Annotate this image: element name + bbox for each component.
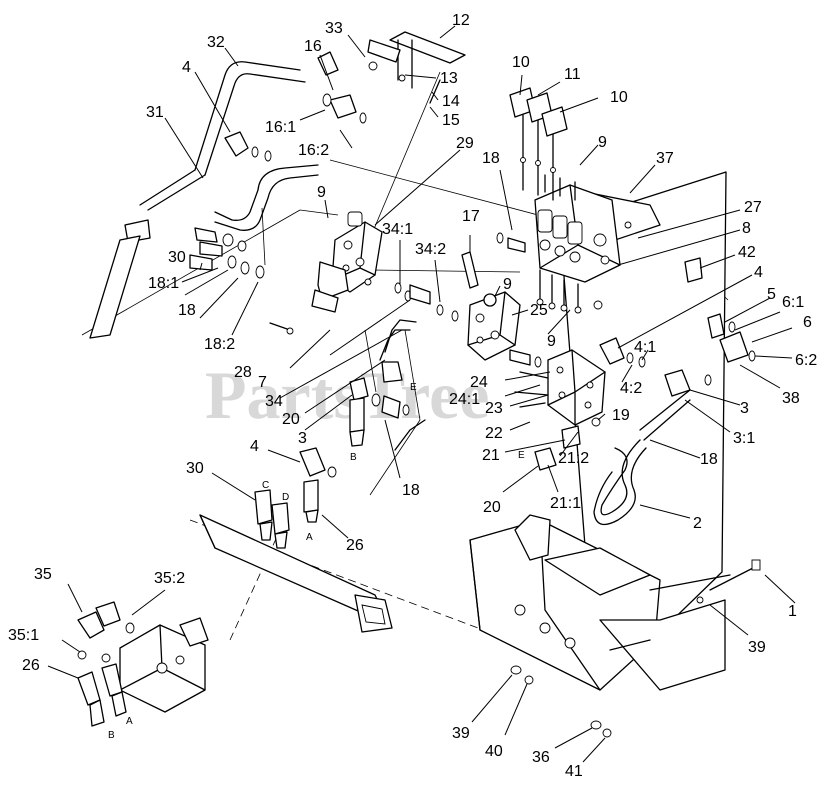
- callout-13: 13: [440, 70, 458, 87]
- callout-30-mid: 30: [186, 460, 204, 477]
- callout-16-1: 16:1: [265, 119, 296, 136]
- callout-18-mid: 18: [402, 482, 420, 499]
- port-letter-b-inset: B: [108, 730, 115, 741]
- callout-34: 34: [265, 393, 283, 410]
- callout-40: 40: [485, 743, 503, 760]
- callout-10-a: 10: [512, 54, 530, 71]
- callout-3-1: 3:1: [733, 430, 755, 447]
- callout-26-inset: 26: [22, 657, 40, 674]
- callout-35: 35: [34, 566, 52, 583]
- callout-18-1: 18:1: [148, 275, 179, 292]
- callout-18-2: 18:2: [204, 336, 235, 353]
- callout-25: 25: [530, 302, 548, 319]
- port-letter-a-inset: A: [126, 716, 133, 727]
- port-letter-b-mid: B: [350, 452, 357, 463]
- callout-14: 14: [442, 93, 460, 110]
- callout-39-bottom: 39: [452, 725, 470, 742]
- callout-9-right: 9: [598, 134, 607, 151]
- leader-lines: [47, 25, 796, 763]
- callout-6-1: 6:1: [782, 294, 804, 311]
- callout-17: 17: [462, 208, 480, 225]
- callout-28: 28: [234, 364, 252, 381]
- callout-36: 36: [532, 749, 550, 766]
- callout-20-right: 20: [483, 499, 501, 516]
- callout-41: 41: [565, 763, 583, 780]
- callout-16-2: 16:2: [298, 142, 329, 159]
- callout-34-1: 34:1: [382, 221, 413, 238]
- callout-1: 1: [788, 603, 797, 620]
- callout-10-b: 10: [610, 89, 628, 106]
- callout-4-2: 4:2: [620, 380, 642, 397]
- callout-21-1: 21:1: [550, 495, 581, 512]
- callout-4-top: 4: [182, 59, 191, 76]
- callout-18-left: 18: [178, 302, 196, 319]
- hydraulic-motor-inset: [77, 601, 209, 727]
- port-letter-c: C: [262, 480, 269, 491]
- control-valve-bank: [534, 174, 621, 283]
- callout-29: 29: [456, 135, 474, 152]
- callout-6-2: 6:2: [795, 352, 817, 369]
- callout-labels: 12 33 32 16 4 13 10 11 10 14 31 15 16:1 …: [8, 12, 817, 780]
- frame-chassis: [469, 514, 761, 691]
- callout-15: 15: [442, 112, 460, 129]
- callout-16: 16: [304, 38, 322, 55]
- callout-21-2: 21:2: [558, 450, 589, 467]
- callout-4-1: 4:1: [634, 339, 656, 356]
- callout-30-top: 30: [168, 249, 186, 266]
- callout-8: 8: [742, 220, 751, 237]
- upper-valve-block: [311, 211, 383, 313]
- fittings: [189, 51, 756, 549]
- lower-valve-block: [461, 251, 521, 361]
- callout-3-right: 3: [740, 400, 749, 417]
- callout-9-left: 9: [317, 184, 326, 201]
- callout-42: 42: [738, 244, 756, 261]
- diagram-drawing: [77, 31, 761, 738]
- callout-11: 11: [564, 66, 581, 83]
- callout-4-right: 4: [754, 264, 763, 281]
- port-letter-d: D: [282, 492, 289, 503]
- callout-33: 33: [325, 20, 343, 37]
- valve-bank-bolts: [536, 269, 603, 314]
- callout-7: 7: [258, 374, 267, 391]
- watermark: PartsTree: [205, 357, 489, 433]
- manifold-block: [514, 349, 606, 426]
- callout-19: 19: [612, 407, 630, 424]
- port-letter-a-mid: A: [306, 532, 313, 543]
- port-letter-e-upper: E: [410, 382, 417, 393]
- callout-35-2: 35:2: [154, 570, 185, 587]
- callout-12: 12: [452, 12, 470, 29]
- callout-35-1: 35:1: [8, 627, 39, 644]
- callout-18-top: 18: [482, 150, 500, 167]
- callout-34-2: 34:2: [415, 241, 446, 258]
- callout-32: 32: [207, 34, 225, 51]
- callout-5: 5: [767, 286, 776, 303]
- hoses: [89, 31, 691, 526]
- callout-4-mid: 4: [250, 438, 259, 455]
- callout-18-right: 18: [700, 451, 718, 468]
- hardware: [510, 665, 612, 738]
- callout-24: 24: [470, 374, 488, 391]
- callout-26: 26: [346, 537, 364, 554]
- callout-6: 6: [803, 314, 812, 331]
- callout-31: 31: [146, 104, 164, 121]
- callout-20-left: 20: [282, 411, 300, 428]
- callout-39-right: 39: [748, 639, 766, 656]
- callout-21: 21: [482, 447, 500, 464]
- callout-9-mid: 9: [503, 276, 512, 293]
- valve-levers: [509, 87, 568, 201]
- callout-27: 27: [744, 199, 762, 216]
- callout-9-low: 9: [547, 333, 556, 350]
- callout-24-1: 24:1: [449, 391, 480, 408]
- callout-37: 37: [656, 150, 674, 167]
- callout-22: 22: [485, 425, 503, 442]
- port-letter-e-lower: E: [518, 450, 525, 461]
- callout-23: 23: [485, 400, 503, 417]
- callout-38: 38: [782, 390, 800, 407]
- square-tube: [199, 514, 393, 633]
- callout-3-left: 3: [298, 430, 307, 447]
- port-letters: E E B A C D B A: [108, 382, 525, 741]
- callout-2: 2: [693, 515, 702, 532]
